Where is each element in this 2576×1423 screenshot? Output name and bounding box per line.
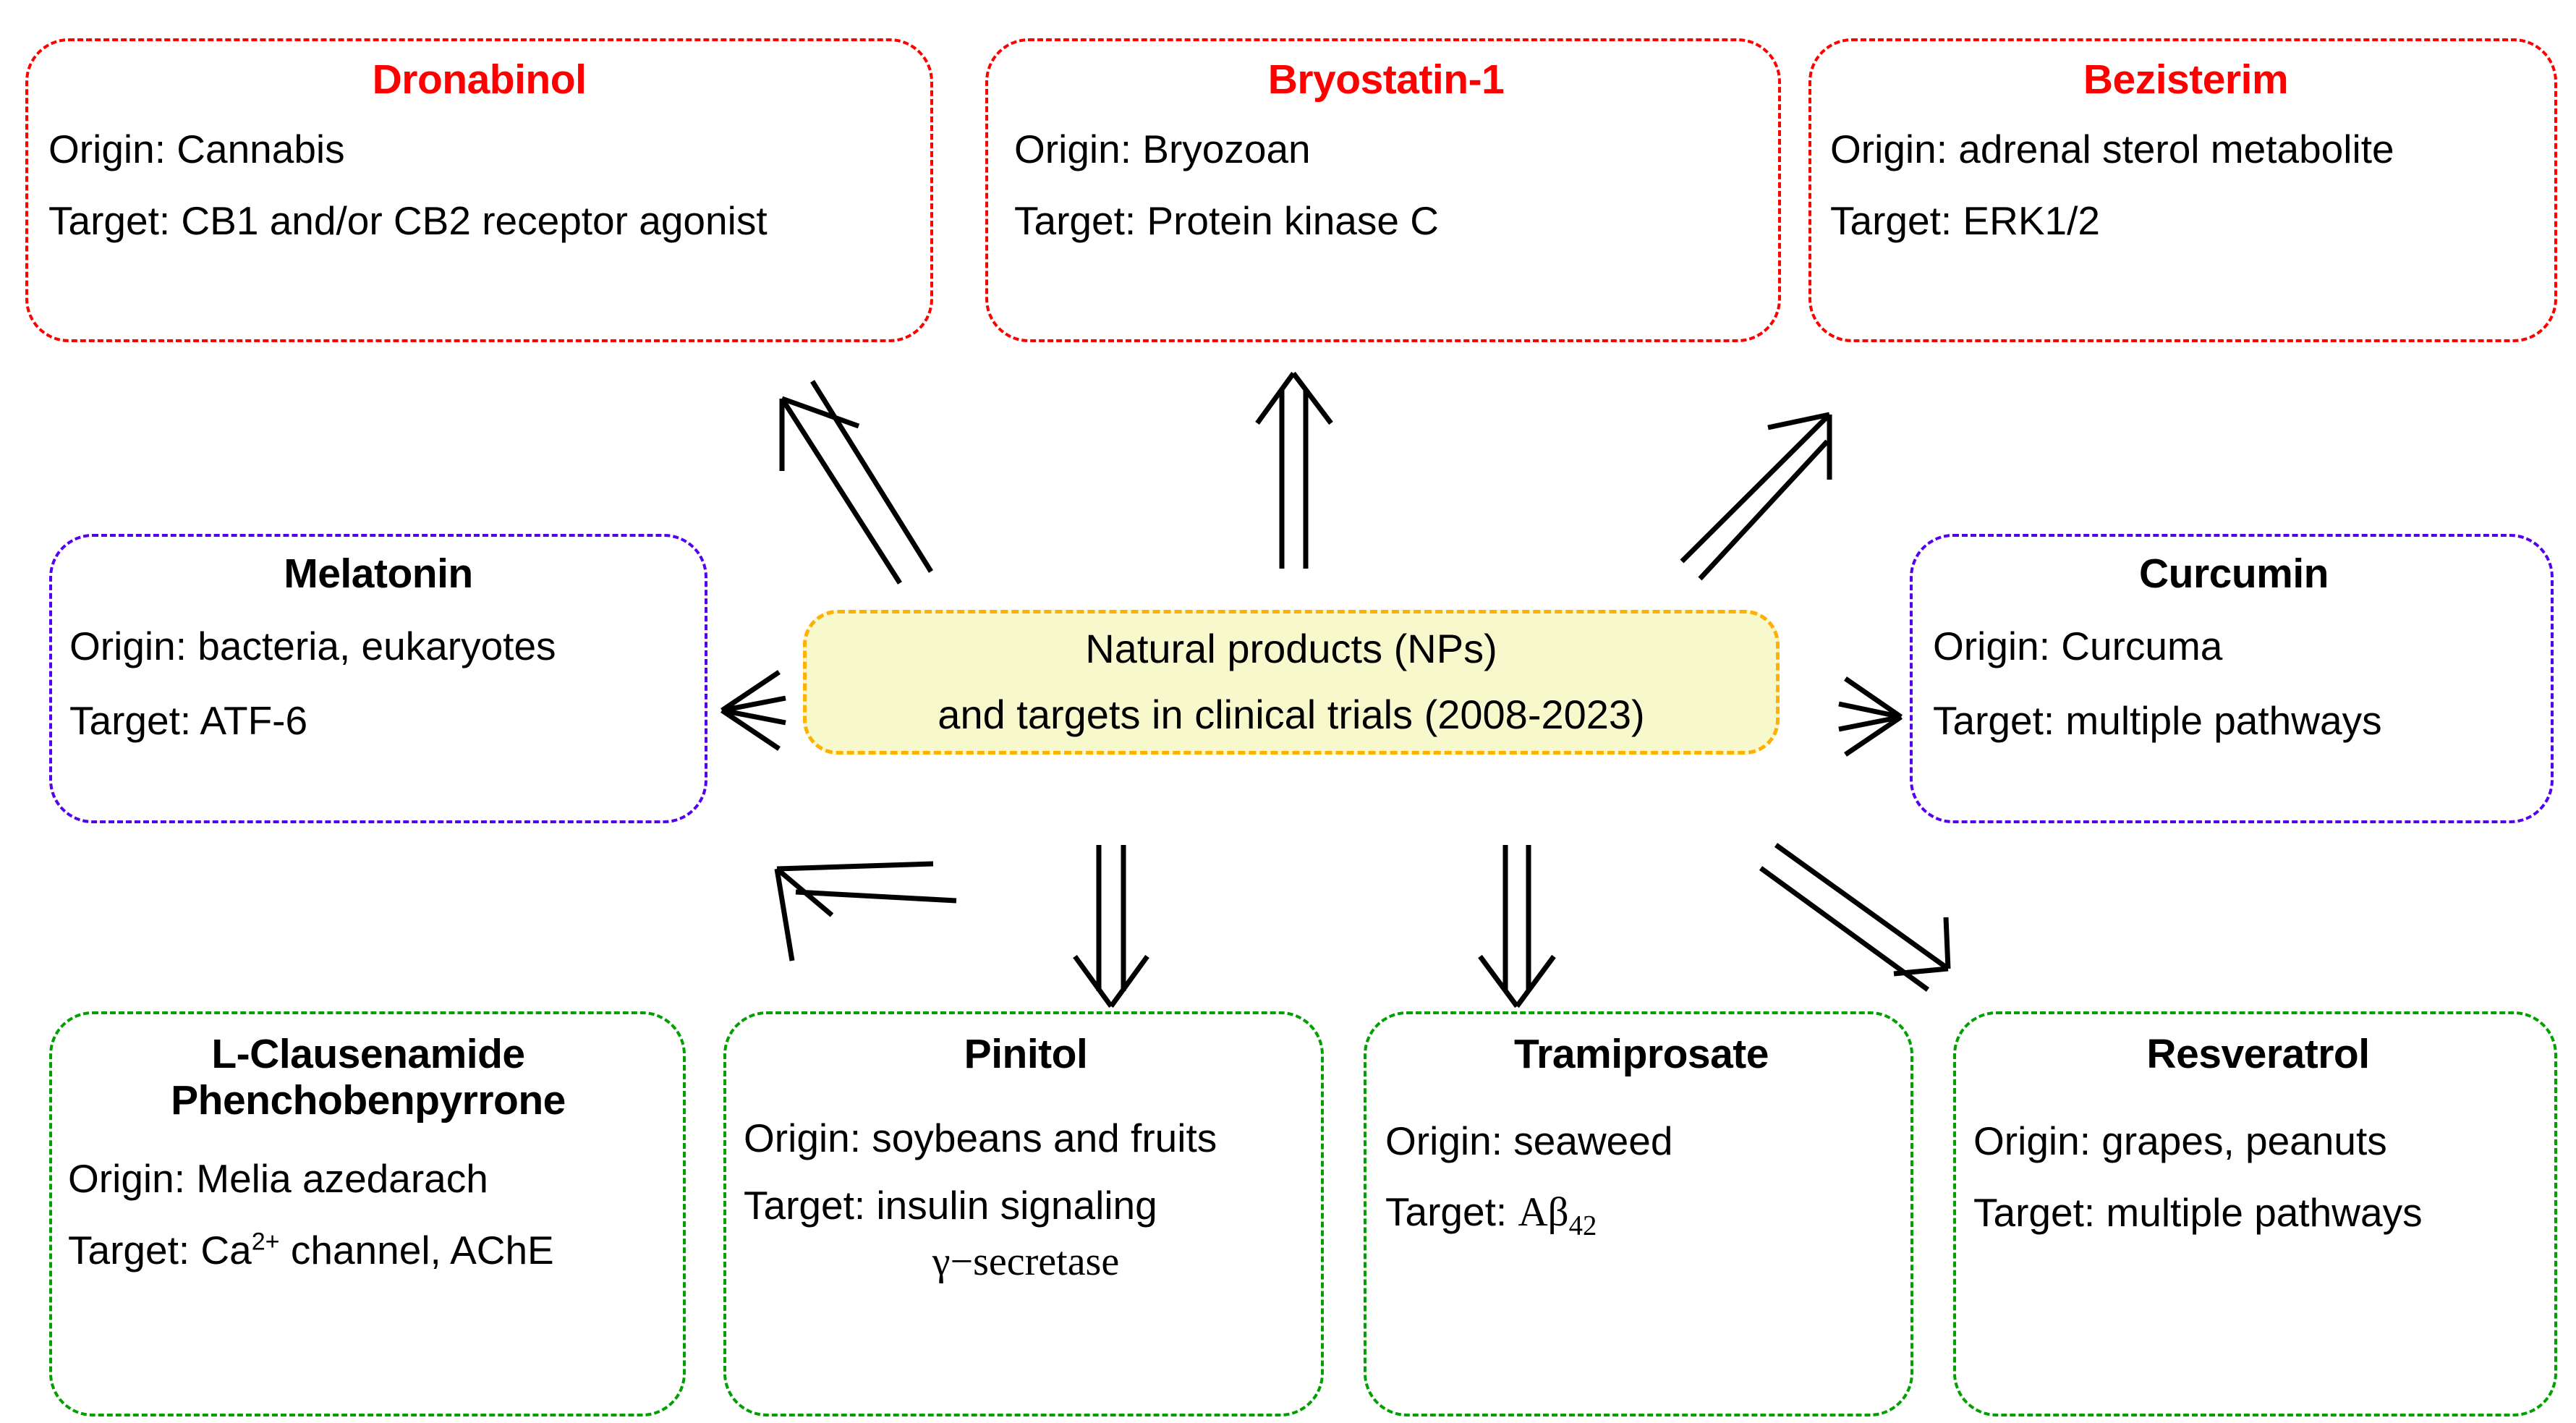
node-target: Target: multiple pathways	[1933, 698, 2382, 744]
node-clausenamide[interactable]: L-Clausenamide Phenchobenpyrrone Origin:…	[49, 1011, 686, 1416]
node-tramiprosate[interactable]: Tramiprosate Origin: seaweed Target: Aβ4…	[1364, 1011, 1913, 1416]
node-title: Melatonin	[284, 551, 473, 597]
node-title: Tramiprosate	[1514, 1031, 1769, 1077]
target-prefix: Target: Ca	[68, 1227, 252, 1273]
node-title: Bryostatin-1	[1267, 56, 1505, 103]
node-dronabinol[interactable]: Dronabinol Origin: Cannabis Target: CB1 …	[25, 38, 933, 342]
node-target: Target: ERK1/2	[1830, 198, 2100, 244]
node-title: Resveratrol	[2146, 1031, 2370, 1077]
node-target: Target: CB1 and/or CB2 receptor agonist	[48, 198, 768, 244]
node-origin: Origin: adrenal sterol metabolite	[1830, 126, 2394, 171]
arrow-to-dronabinol	[779, 380, 933, 585]
node-title: Pinitol	[964, 1031, 1088, 1077]
node-pinitol[interactable]: Pinitol Origin: soybeans and fruits Targ…	[723, 1011, 1324, 1416]
node-center-natural-products[interactable]: Natural products (NPs) and targets in cl…	[803, 610, 1780, 755]
node-bryostatin[interactable]: Bryostatin-1 Origin: Bryozoan Target: Pr…	[985, 38, 1781, 342]
node-title-second-line: Phenchobenpyrrone	[171, 1076, 566, 1123]
node-origin: Origin: Bryozoan	[1014, 126, 1311, 171]
node-target: Target: insulin signaling	[744, 1183, 1157, 1228]
target-superscript: 2+	[251, 1228, 280, 1256]
target-chem: Aβ42	[1518, 1189, 1597, 1239]
node-origin: Origin: Curcuma	[1933, 623, 2223, 668]
arrow-to-bryostatin	[1255, 371, 1333, 569]
center-line-1: Natural products (NPs)	[1085, 626, 1497, 672]
node-curcumin[interactable]: Curcumin Origin: Curcuma Target: multipl…	[1910, 534, 2554, 823]
node-resveratrol[interactable]: Resveratrol Origin: grapes, peanuts Targ…	[1953, 1011, 2557, 1416]
node-origin: Origin: Cannabis	[48, 126, 345, 171]
arrow-to-bezisterim	[1680, 412, 1832, 581]
node-title: Curcumin	[2138, 551, 2329, 597]
node-bezisterim[interactable]: Bezisterim Origin: adrenal sterol metabo…	[1808, 38, 2557, 342]
node-target: Target: ATF-6	[69, 698, 308, 744]
target-prefix: Target:	[1385, 1189, 1518, 1235]
node-target: Target: Protein kinase C	[1014, 198, 1439, 244]
center-line-2: and targets in clinical trials (2008-202…	[938, 692, 1645, 737]
node-origin: Origin: Melia azedarach	[68, 1155, 488, 1201]
node-origin: Origin: bacteria, eukaryotes	[69, 623, 556, 668]
arrow-to-clausenamide	[774, 861, 957, 961]
arrow-to-tramiprosate	[1478, 845, 1556, 1008]
target-suffix: channel, AChE	[279, 1227, 554, 1273]
node-title: Bezisterim	[2083, 56, 2289, 103]
target-chem-symbol: Aβ	[1518, 1189, 1569, 1236]
arrow-to-resveratrol	[1759, 843, 1951, 992]
arrow-to-curcumin	[1838, 676, 1903, 757]
node-target: Target: Aβ42	[1385, 1189, 1897, 1239]
node-title: L-Clausenamide	[211, 1031, 525, 1077]
node-origin: Origin: soybeans and fruits	[744, 1115, 1217, 1160]
node-origin: Origin: seaweed	[1385, 1118, 1673, 1163]
node-origin: Origin: grapes, peanuts	[1973, 1118, 2387, 1163]
target-chem-subscript: 42	[1568, 1210, 1597, 1241]
arrow-to-melatonin	[720, 670, 786, 751]
node-title: Dronabinol	[372, 56, 587, 103]
node-target-second-line: γ−secretase	[932, 1239, 1120, 1285]
node-target: Target: Ca2+ channel, AChE	[68, 1228, 668, 1273]
arrow-to-pinitol	[1073, 845, 1149, 1008]
node-melatonin[interactable]: Melatonin Origin: bacteria, eukaryotes T…	[49, 534, 707, 823]
node-target: Target: multiple pathways	[1973, 1190, 2423, 1236]
